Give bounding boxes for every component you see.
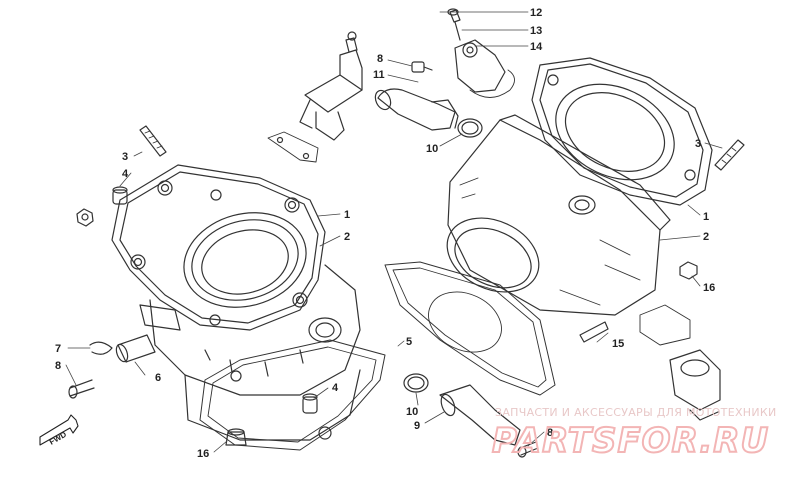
fwd-label: FWD (48, 430, 68, 447)
callout-labels: 12 13 14 8 11 10 3 4 1 2 3 1 2 16 15 5 7… (48, 7, 716, 460)
left-cylinder (68, 125, 386, 451)
callout-14: 14 (530, 41, 543, 53)
callout-3-right: 3 (695, 138, 701, 150)
cam-chain-tensioner (267, 31, 363, 163)
callout-12: 12 (530, 7, 542, 19)
callout-3-left: 3 (122, 151, 128, 163)
fwd-arrow (39, 414, 79, 446)
thermostat-housing (447, 8, 515, 98)
callout-4-bottom: 4 (332, 382, 339, 394)
callout-5: 5 (406, 336, 412, 348)
callout-2-left: 2 (344, 231, 350, 243)
callout-7: 7 (55, 343, 61, 355)
callout-16-bottom: 16 (197, 448, 209, 460)
callout-8-right: 8 (547, 427, 553, 439)
callout-16-right: 16 (703, 282, 715, 294)
callout-10-bottom: 10 (406, 406, 418, 418)
callout-1-left: 1 (344, 209, 350, 221)
callout-8-top: 8 (377, 53, 383, 65)
watermark-brand: PARTSFOR.RU (492, 421, 769, 461)
callout-1-right: 1 (703, 211, 709, 223)
callout-11: 11 (373, 69, 385, 81)
right-cylinder (384, 57, 745, 458)
water-outlet (374, 61, 483, 138)
watermark: ЗАПЧАСТИ И АКСЕССУАРЫ ДЛЯ МОТОТЕХНИКИ PA… (491, 406, 777, 462)
watermark-subtitle: ЗАПЧАСТИ И АКСЕССУАРЫ ДЛЯ МОТОТЕХНИКИ (495, 406, 777, 419)
callout-9: 9 (414, 420, 420, 432)
callout-2-right: 2 (703, 231, 709, 243)
callout-4-left: 4 (122, 168, 129, 180)
callout-6: 6 (155, 372, 161, 384)
leader-lines (65, 11, 723, 453)
callout-8-left: 8 (55, 360, 61, 372)
callout-10-top: 10 (426, 143, 438, 155)
callout-13: 13 (530, 25, 542, 37)
callout-15: 15 (612, 338, 624, 350)
